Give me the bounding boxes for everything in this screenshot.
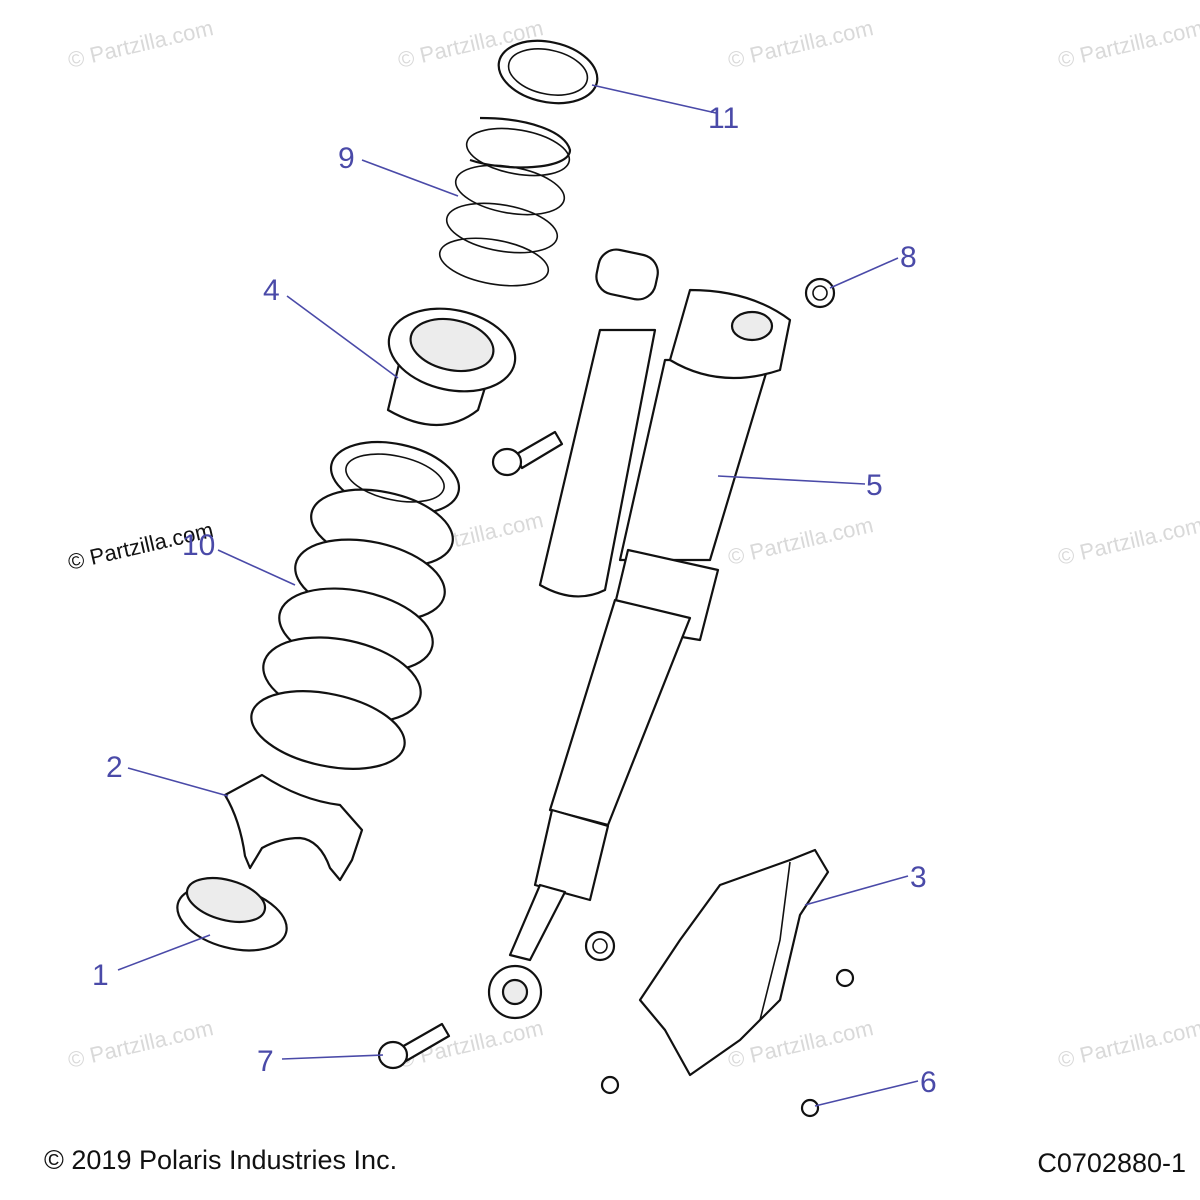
ring-part-11 [497, 39, 599, 105]
callout-11: 11 [708, 102, 739, 135]
callout-5: 5 [866, 469, 883, 502]
callout-2: 2 [106, 751, 123, 784]
watermark: © Partzilla.com [1056, 15, 1200, 73]
callout-3: 3 [910, 861, 927, 894]
callout-7: 7 [257, 1045, 274, 1078]
small-spring-part-9 [438, 116, 572, 287]
spring-seat-part-1 [176, 876, 288, 952]
nut-lower [584, 930, 616, 962]
watermark: © Partzilla.com [1056, 512, 1200, 570]
leader-5 [717, 475, 866, 485]
shock-guard-part-3 [638, 848, 830, 1077]
main-spring-part-10 [250, 441, 461, 770]
watermark: © Partzilla.com [1056, 1015, 1200, 1073]
watermark: © Partzilla.com [66, 15, 216, 73]
callouts: 1 2 3 4 5 6 7 8 9 10 11 [92, 102, 937, 1099]
leader-9 [361, 159, 459, 197]
callout-9: 9 [338, 142, 355, 175]
leader-6 [814, 1080, 919, 1107]
leader-3 [804, 875, 909, 906]
spacer-part-4 [386, 307, 517, 426]
callout-10: 10 [182, 529, 215, 562]
leader-1 [117, 934, 211, 971]
diagram-id: C0702880-1 [1037, 1148, 1186, 1178]
copyright-notice: © 2019 Polaris Industries Inc. [44, 1145, 398, 1175]
leader-lines [117, 84, 919, 1107]
leader-7 [281, 1054, 384, 1060]
watermark: © Partzilla.com [726, 15, 876, 73]
leader-10 [217, 549, 296, 586]
leader-2 [127, 767, 229, 797]
callout-8: 8 [900, 241, 917, 274]
bolt-upper [491, 430, 564, 477]
callout-1: 1 [92, 959, 109, 992]
watermark: © Partzilla.com [66, 1015, 216, 1073]
nut-part-8 [804, 277, 836, 309]
watermark: © Partzilla.com [726, 512, 876, 570]
leader-4 [286, 295, 399, 379]
callout-4: 4 [263, 274, 280, 307]
retainer-part-2 [223, 773, 364, 882]
callout-6: 6 [920, 1066, 937, 1099]
shock-absorber-part-5 [487, 248, 792, 1020]
leader-8 [829, 257, 899, 289]
leader-11 [591, 84, 717, 114]
screws-part-6 [600, 968, 855, 1118]
